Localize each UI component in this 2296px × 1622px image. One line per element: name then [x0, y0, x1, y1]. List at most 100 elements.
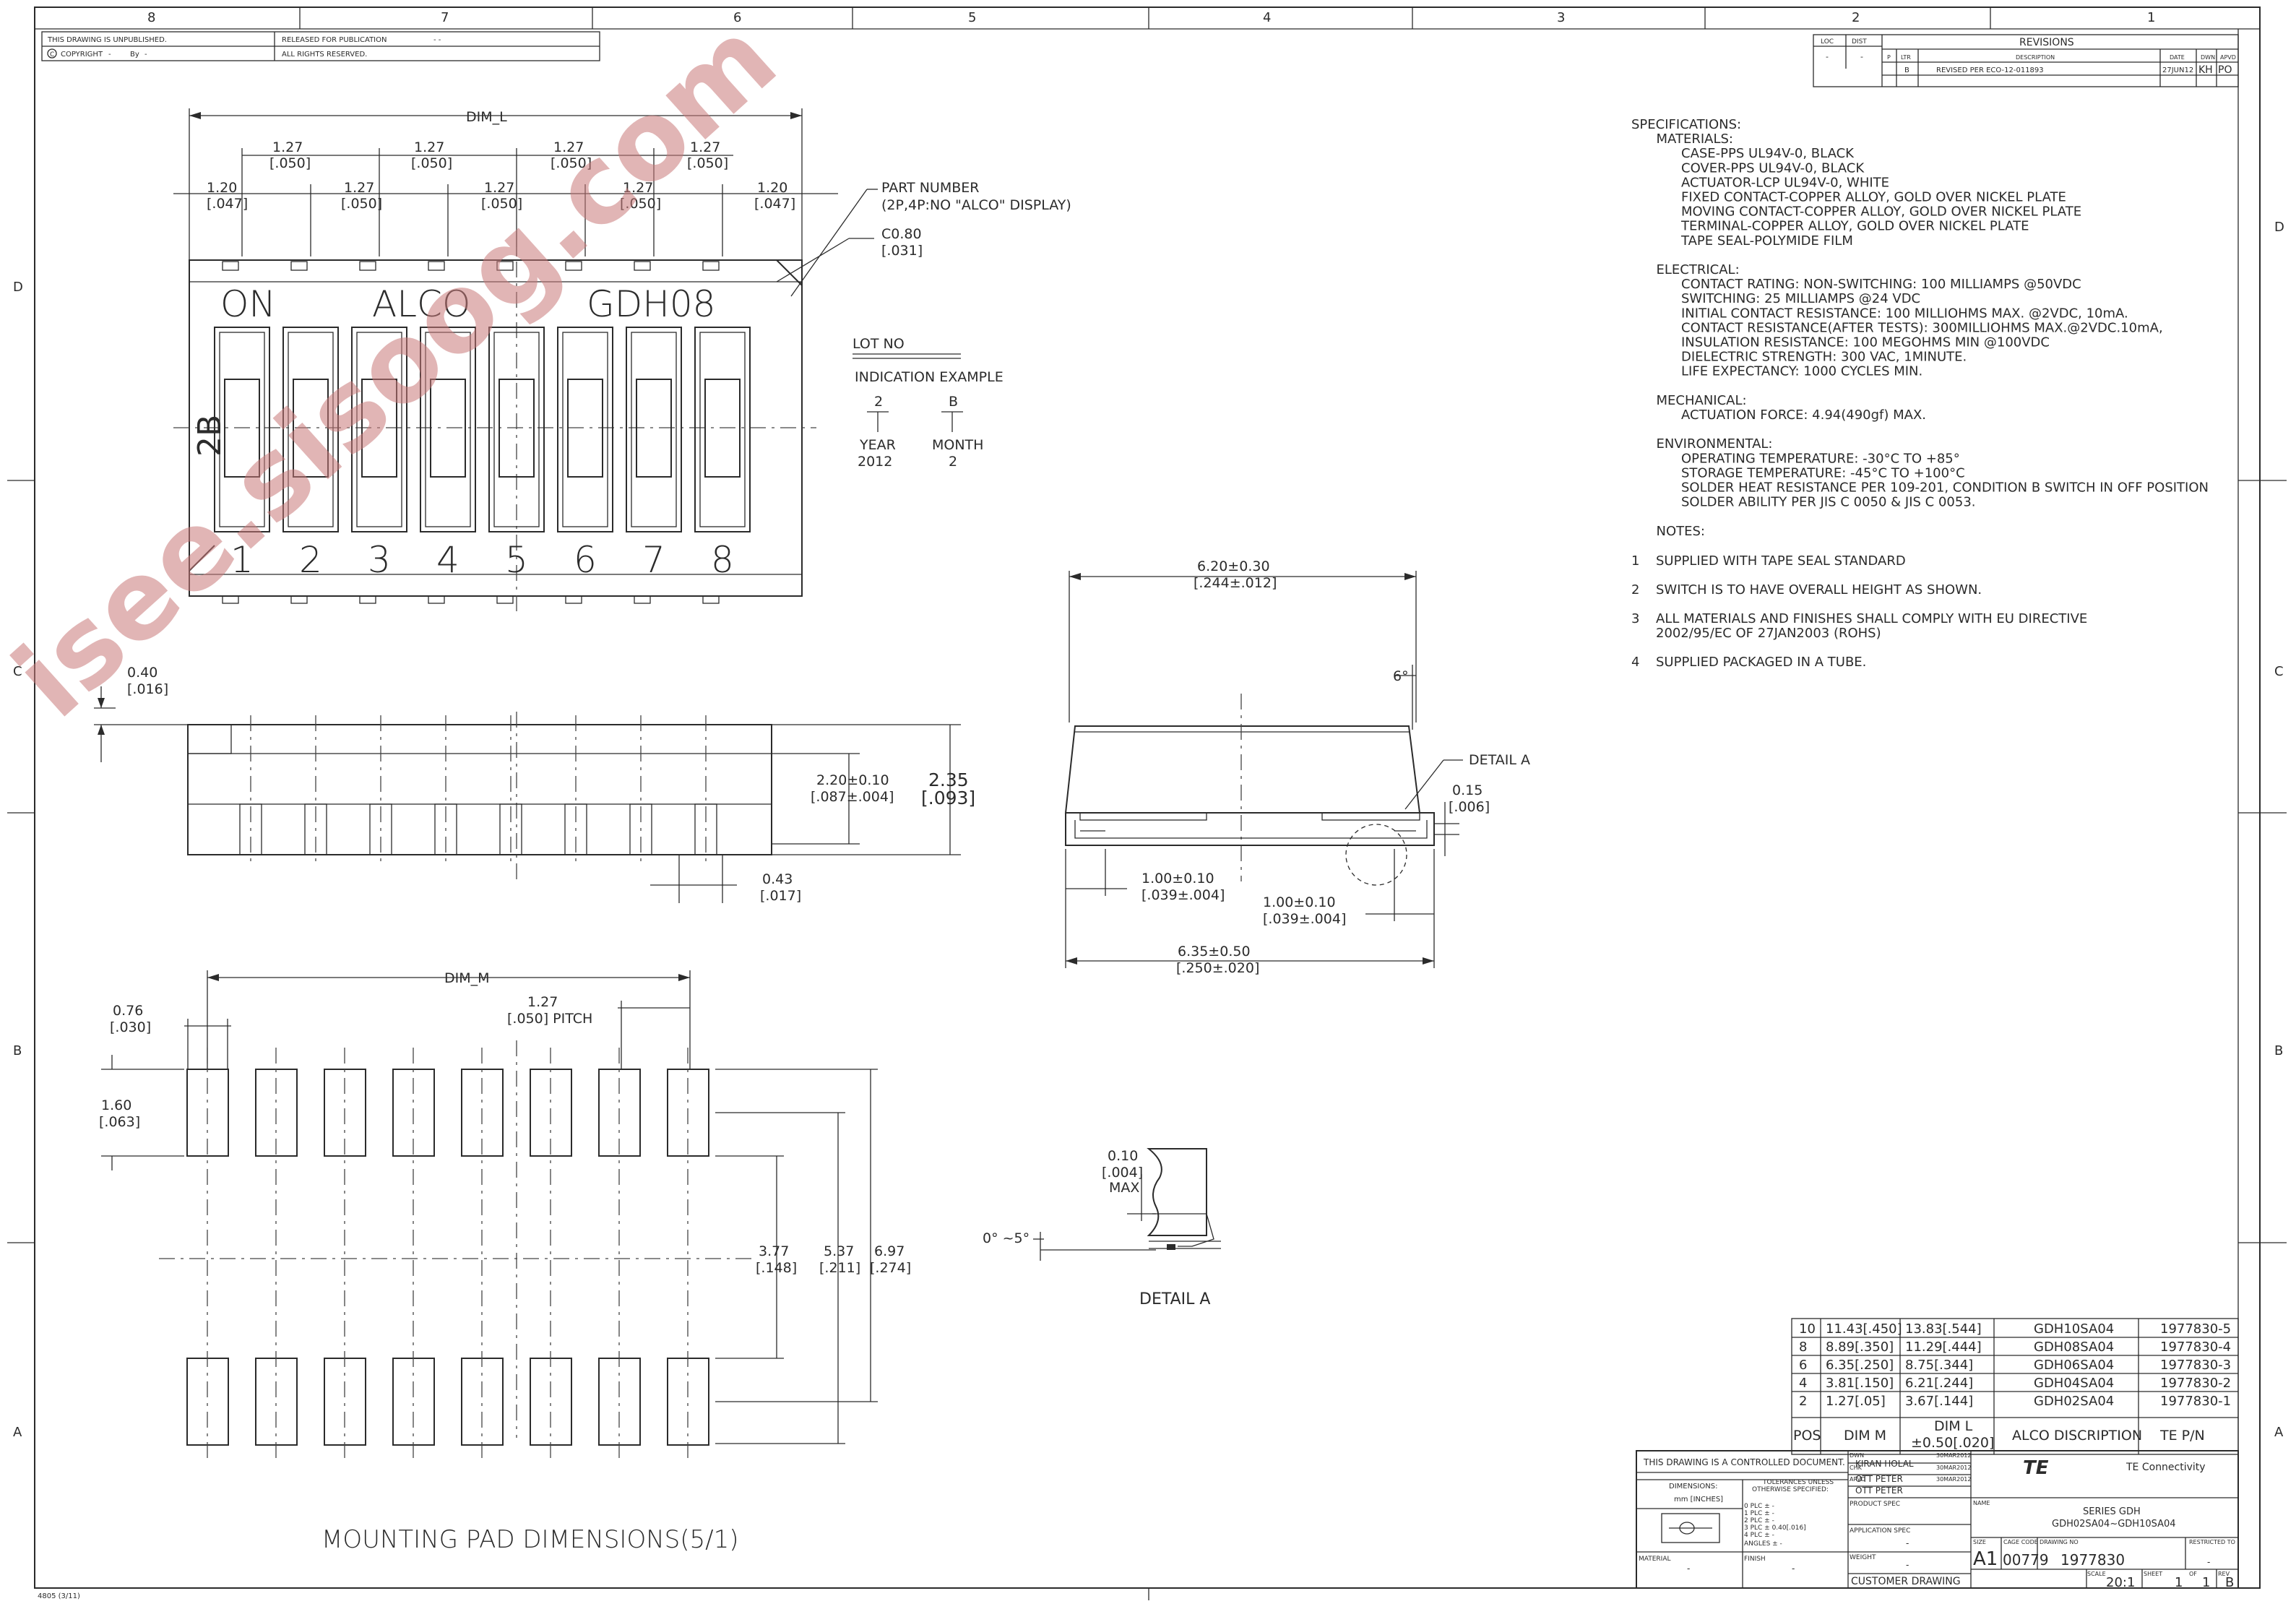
spec-line: ENVIRONMENTAL: — [1657, 436, 1773, 452]
note-text: SUPPLIED PACKAGED IN A TUBE. — [1656, 655, 1866, 670]
pad-view-title: MOUNTING PAD DIMENSIONS(5/1) — [321, 1525, 738, 1554]
table-cell-dim-m: 3.81[.150] — [1826, 1376, 1894, 1391]
dim-text: [.274] — [870, 1260, 911, 1276]
finish-label: FINISH — [1744, 1556, 1766, 1563]
actuator-knob — [224, 379, 260, 478]
side-pin — [499, 803, 522, 855]
spec-line: MOVING CONTACT-COPPER ALLOY, GOLD OVER N… — [1681, 204, 2081, 220]
dim-text: 1.60 — [101, 1097, 131, 1113]
of-value: 1 — [2202, 1575, 2210, 1590]
terminal-pin — [496, 261, 514, 271]
spec-line: INITIAL CONTACT RESISTANCE: 100 MILLIOHM… — [1681, 306, 2128, 321]
table-cell-dim-l: 13.83[.544] — [1905, 1321, 1982, 1337]
actuator-slot-inner — [562, 332, 608, 527]
rev-label: REV — [2218, 1571, 2230, 1577]
body-lot-text: 2B — [191, 415, 228, 457]
row-label: D — [2274, 220, 2284, 235]
application-spec-label: APPLICATION SPEC — [1850, 1527, 1910, 1535]
dim-text: 0.10 — [1108, 1148, 1138, 1164]
dim-text: 1.27 — [527, 994, 558, 1010]
dim-text: [.050] — [620, 196, 661, 212]
actuator-slot-inner — [425, 332, 471, 527]
row-label: B — [13, 1043, 22, 1058]
terminal-pin — [222, 595, 239, 604]
table-cell-te: 1977830-2 — [2160, 1376, 2231, 1391]
name-label: NAME — [1973, 1500, 1990, 1506]
column-labels: 8 7 6 5 4 3 2 1 — [147, 10, 2155, 25]
rev-dwn: KH — [2198, 64, 2213, 76]
spec-line: ACTUATION FORCE: 4.94(490gf) MAX. — [1681, 407, 1926, 423]
table-cell-alco: GDH08SA04 — [2034, 1340, 2114, 1355]
table-cell-dim-l: 3.67[.144] — [1905, 1394, 1973, 1409]
table-cell-dim-m: 8.89[.350] — [1826, 1340, 1894, 1355]
apvd-date: 30MAR2012 — [1936, 1476, 1971, 1483]
year-value: 2012 — [858, 454, 892, 470]
loc-label: LOC — [1821, 38, 1834, 46]
dim-text: [.039±.004] — [1141, 887, 1225, 903]
dim-text: 1.27 — [690, 139, 720, 155]
dim-text: [.211] — [819, 1260, 860, 1276]
spec-line: SPECIFICATIONS: — [1631, 117, 1741, 132]
rev-description: REVISED PER ECO-12-011893 — [1936, 66, 2044, 74]
dim-text: [.017] — [760, 888, 801, 904]
dim-text: [.050] — [687, 155, 728, 171]
spec-line: CONTACT RESISTANCE(AFTER TESTS): 300MILL… — [1681, 320, 2163, 335]
detail-a-callout: DETAIL A — [1469, 752, 1530, 768]
dim-text: [.250±.020] — [1176, 960, 1259, 976]
tol-line: 3 PLC ± 0.40[.016] — [1744, 1524, 1806, 1532]
tol-line: 0 PLC ± - — [1744, 1503, 1774, 1510]
terminal-pin — [359, 595, 376, 604]
sheet-value: 1 — [2175, 1575, 2183, 1590]
dwn-date: 30MAR2012 — [1936, 1452, 1971, 1459]
table-cell-dim-l: 11.29[.444] — [1905, 1340, 1982, 1355]
actuator-slot — [351, 327, 407, 532]
rev-ltr: B — [1904, 66, 1909, 74]
spec-line: ACTUATOR-LCP UL94V-0, WHITE — [1681, 175, 1889, 190]
dim-text: 1.27 — [553, 139, 584, 155]
solder-pad — [324, 1358, 366, 1446]
dim-text: [.050] — [341, 196, 382, 212]
note-text: 2002/95/EC OF 27JAN2003 (ROHS) — [1656, 626, 1881, 641]
note-number: 4 — [1631, 655, 1639, 670]
actuator-knob — [293, 379, 329, 478]
svg-text:C: C — [50, 51, 54, 59]
table-cell-te: 1977830-5 — [2160, 1321, 2231, 1337]
month-label: MONTH — [932, 437, 983, 453]
dwn-name: KIRAN HOLAL — [1855, 1459, 1914, 1469]
actuator-slot-inner — [493, 332, 540, 527]
dim-text: 0.40 — [127, 665, 157, 681]
series-range: GDH02SA04~GDH10SA04 — [2052, 1519, 2176, 1530]
lot-no-label: LOT NO — [853, 336, 905, 352]
spec-line: CASE-PPS UL94V-0, BLACK — [1681, 146, 1855, 161]
actuator-slot-inner — [288, 332, 334, 527]
dist-label: DIST — [1852, 38, 1867, 46]
note-number: 2 — [1631, 582, 1639, 598]
terminal-pin — [428, 261, 445, 271]
actuator-knob — [636, 379, 672, 478]
revisions-block: LOC DIST - - REVISIONS P LTR DESCRIPTION… — [1813, 34, 2239, 87]
dim-text: [.047] — [207, 196, 248, 212]
row-label: B — [2274, 1043, 2283, 1058]
dwg-label: DRAWING NO — [2040, 1539, 2079, 1545]
terminal-pin — [634, 595, 651, 604]
rev-date: 27JUN12 — [2162, 66, 2193, 74]
spec-line: CONTACT RATING: NON-SWITCHING: 100 MILLI… — [1681, 277, 2081, 292]
body-alco-text: ALCO — [372, 283, 470, 325]
dim-text: 1.00±0.10 — [1141, 871, 1214, 887]
switch-number: 6 — [574, 539, 597, 581]
dimensions-label: DIMENSIONS: — [1669, 1483, 1717, 1491]
table-cell-dim-m: 6.35[.250] — [1826, 1358, 1894, 1373]
svg-text:-: - — [1906, 1560, 1909, 1570]
dwn-label: DWN — [1850, 1452, 1864, 1459]
dim-text: [.050] — [481, 196, 522, 212]
series-name: SERIES GDH — [2083, 1506, 2141, 1517]
row-label: C — [2274, 664, 2284, 679]
actuator-knob — [430, 379, 466, 478]
dim-text: 1.27 — [414, 139, 444, 155]
note-text: SWITCH IS TO HAVE OVERALL HEIGHT AS SHOW… — [1656, 582, 1982, 598]
actuator-slot — [626, 327, 682, 532]
switch-number: 8 — [711, 539, 734, 581]
side-view: 0.40 [.016] 2.20±0.10 [.087±.004] 2.35 [… — [94, 665, 975, 904]
